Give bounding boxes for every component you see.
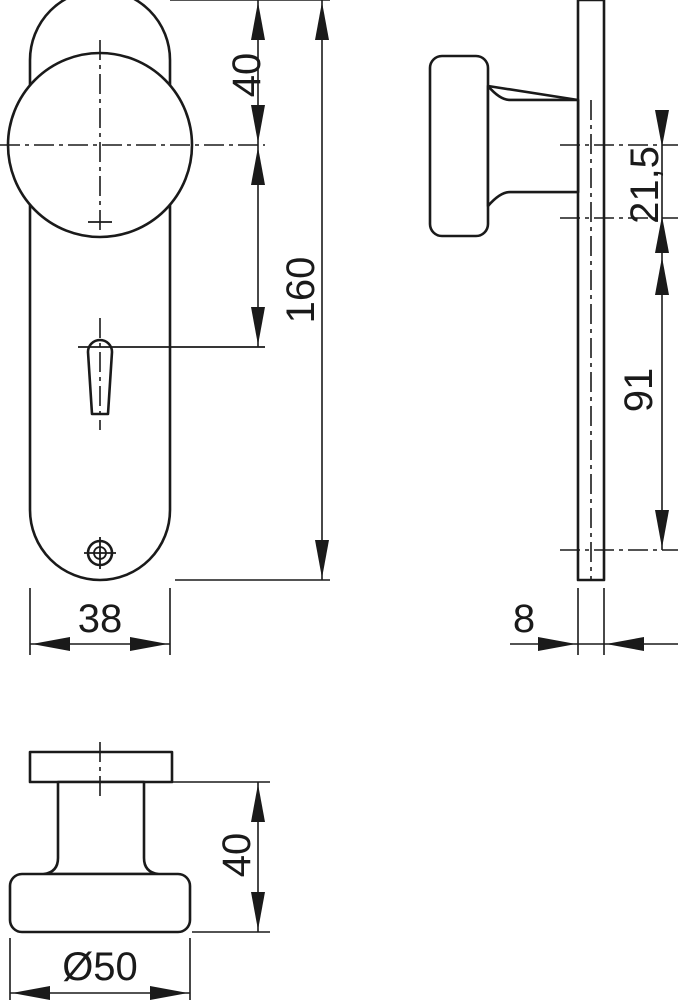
- keyhole: [78, 318, 122, 430]
- bottom-knob-base: [8, 872, 192, 934]
- dim-label-plate-width: 38: [78, 597, 123, 641]
- arrow-diameter-right: [150, 986, 188, 1000]
- spindle-top-edge: [487, 84, 579, 102]
- arrow-knob-keyhole-upper: [251, 147, 265, 185]
- arrow-thickness-right: [606, 637, 644, 651]
- side-neck: [486, 84, 580, 208]
- arrow-thickness-left: [538, 637, 576, 651]
- screw-icon: [84, 537, 116, 569]
- arrow-overall-lower: [315, 540, 329, 578]
- dim-label-knob-to-pin: 21,5: [623, 146, 667, 224]
- arrow-pin-screw-lower: [655, 510, 669, 548]
- front-view: 40 160 38: [0, 0, 330, 655]
- arrow-width-left: [32, 637, 70, 651]
- arrow-knob-pin-lower: [655, 216, 669, 253]
- dim-label-overall-height: 160: [279, 257, 323, 324]
- arrow-knob-keyhole-lower: [251, 307, 265, 345]
- arrow-projection-upper: [251, 784, 265, 822]
- arrow-pin-screw-upper: [655, 257, 669, 295]
- arrow-overall-upper: [315, 2, 329, 40]
- bottom-rose: [28, 750, 174, 784]
- dim-label-plate-thickness: 8: [513, 597, 535, 641]
- side-view: 21,5 91 8: [428, 0, 678, 655]
- arrow-width-right: [130, 637, 168, 651]
- dim-label-pin-to-screw: 91: [617, 368, 661, 413]
- bottom-view: 40 Ø50: [8, 742, 270, 1000]
- bottom-neck: [42, 780, 160, 876]
- arrow-projection-lower: [251, 892, 265, 930]
- dim-label-knob-projection: 40: [215, 833, 259, 878]
- side-knob-head: [428, 54, 490, 238]
- arrow-40-top-upper: [251, 2, 265, 40]
- dim-label-knob-diameter: Ø50: [62, 945, 138, 989]
- arrow-40-top-lower: [251, 105, 265, 143]
- arrow-diameter-left: [12, 986, 50, 1000]
- arrow-knob-pin-upper: [655, 110, 669, 147]
- dim-label-rose-offset: 40: [225, 53, 269, 98]
